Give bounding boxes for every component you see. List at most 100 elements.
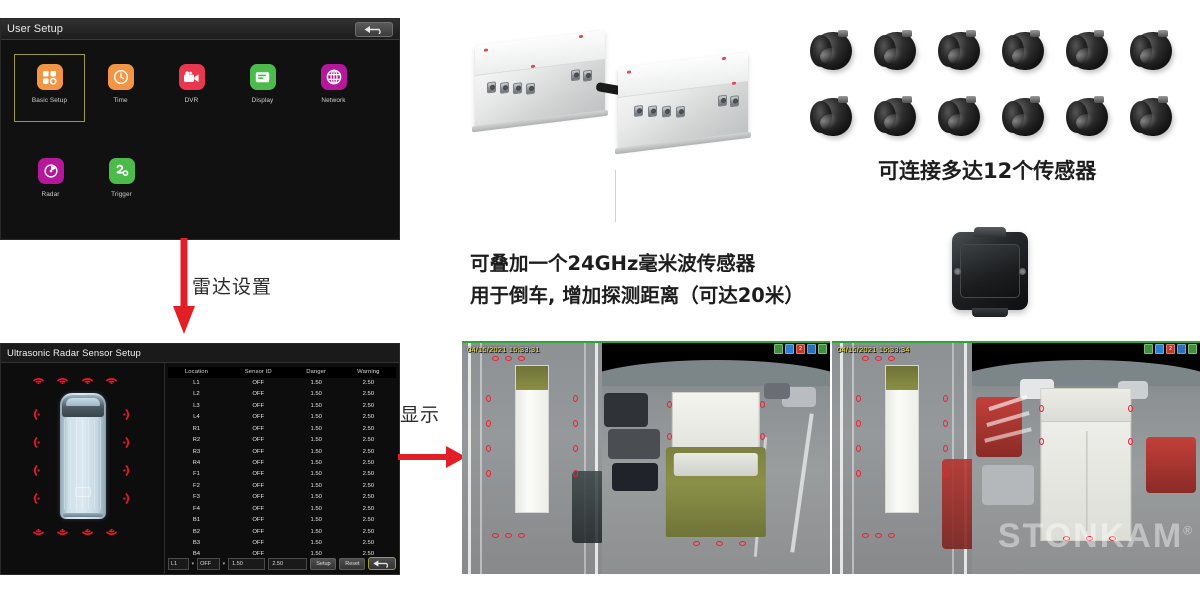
location-select-value: L1	[171, 560, 178, 567]
connector-port	[487, 81, 496, 94]
sensor-count-note: 可连接多达12个传感器	[878, 159, 1097, 183]
adjacent-vehicle	[571, 471, 602, 543]
menu-label-basic-setup: Basic Setup	[31, 97, 68, 104]
rec-count: 2	[1169, 346, 1172, 352]
audio-icon	[818, 344, 827, 354]
channel-icon	[774, 344, 783, 354]
traffic-car	[603, 393, 648, 427]
mmwave-screw-left	[954, 268, 961, 275]
sensor-indicator	[1127, 437, 1133, 445]
menu-item-time[interactable]: Time	[85, 54, 156, 122]
menu-item-network[interactable]: Network	[298, 54, 369, 122]
cell-location: R3	[192, 448, 201, 455]
sensor-indicator	[1038, 437, 1044, 445]
chevron-down-icon-location[interactable]: ▾	[191, 560, 195, 567]
mmwave-mount-clip	[974, 227, 1006, 237]
control-box-unit-2	[615, 52, 751, 155]
back-button[interactable]	[355, 22, 393, 37]
warning-input[interactable]: 2.50	[268, 557, 308, 570]
menu-item-display[interactable]: Display	[227, 54, 298, 122]
cell-warning: 2.50	[362, 414, 375, 421]
radar-wave-icon-left-1	[28, 408, 40, 421]
menu-item-trigger[interactable]: Trigger	[86, 148, 157, 198]
mmwave-note-line1: 可叠加一个24GHz毫米波传感器	[470, 252, 756, 275]
cell-location: F4	[192, 505, 200, 512]
cell-location: L4	[193, 414, 200, 421]
sensor-indicator	[856, 470, 861, 477]
sensor-indicator	[875, 533, 882, 538]
sensor-indicator	[505, 533, 512, 538]
cell-danger: 1.50	[310, 517, 322, 524]
sensor-indicator	[875, 356, 882, 361]
van-hood	[61, 395, 104, 417]
audio-icon	[1188, 344, 1197, 354]
monitor-unit-1[interactable]: 04/15/2021 15:33:31	[462, 341, 830, 574]
chevron-down-icon-sensor[interactable]: ▾	[222, 560, 226, 567]
ultrasonic-sensor-5	[1066, 30, 1110, 72]
radar-back-button[interactable]	[368, 557, 396, 570]
sensor-indicator	[715, 541, 723, 547]
clock-icon	[107, 64, 134, 90]
menu-item-dvr[interactable]: DVR	[156, 54, 227, 122]
cell-warning: 2.50	[362, 517, 375, 524]
cell-sensor-id: OFF	[252, 539, 265, 546]
ultrasonic-sensor-3	[938, 30, 982, 72]
traffic-car	[981, 465, 1034, 505]
danger-input-value: 1.50	[232, 560, 243, 567]
menu-item-basic-setup[interactable]: Basic Setup	[14, 54, 85, 122]
cell-warning: 2.50	[362, 391, 375, 398]
van-bumper	[62, 513, 103, 517]
control-box-unit-1	[472, 30, 608, 133]
signal-icon	[785, 344, 794, 354]
traffic-car	[1146, 437, 1196, 493]
radar-wave-icon-right-4	[123, 492, 135, 505]
control-box-lid-2	[618, 52, 748, 98]
cell-warning: 2.50	[362, 482, 375, 489]
sensor-id-select[interactable]: OFF	[197, 557, 220, 570]
control-box-bracket-2	[615, 131, 751, 155]
watermark-registered-mark: ®	[1183, 523, 1194, 538]
ego-vehicle-rear-view	[1040, 387, 1132, 542]
sensor-indicator	[492, 533, 499, 538]
cell-danger: 1.50	[310, 414, 322, 421]
setup-button[interactable]: Setup	[310, 557, 337, 570]
connector-port	[634, 104, 643, 118]
monitor-unit-2[interactable]: 04/15/2021 15:33:34	[832, 341, 1200, 574]
ultrasonic-sensor-6	[1130, 30, 1174, 72]
sensor-indicator	[862, 356, 869, 361]
arrow-down-to-radar-setup	[173, 238, 195, 334]
radar-setup-annotation: 雷达设置	[192, 276, 273, 298]
cell-location: L1	[193, 380, 200, 387]
menu-item-radar[interactable]: Radar	[15, 148, 86, 198]
cell-danger: 1.50	[310, 380, 322, 387]
mmwave-screw-right	[1019, 268, 1026, 275]
sensor-indicator	[486, 420, 491, 427]
sensor-indicator	[942, 470, 948, 477]
location-select[interactable]: L1	[168, 557, 189, 570]
cell-sensor-id: OFF	[252, 482, 265, 489]
sensor-indicator	[486, 470, 491, 477]
radar-wave-icon-front-4	[105, 372, 118, 384]
radar-wave-icon-front-3	[81, 372, 94, 384]
sensor-indicator	[572, 470, 578, 477]
reset-button[interactable]: Reset	[339, 557, 366, 570]
danger-input[interactable]: 1.50	[228, 557, 266, 570]
ultrasonic-sensor-11	[1066, 96, 1110, 138]
sensor-id-select-value: OFF	[200, 560, 212, 567]
